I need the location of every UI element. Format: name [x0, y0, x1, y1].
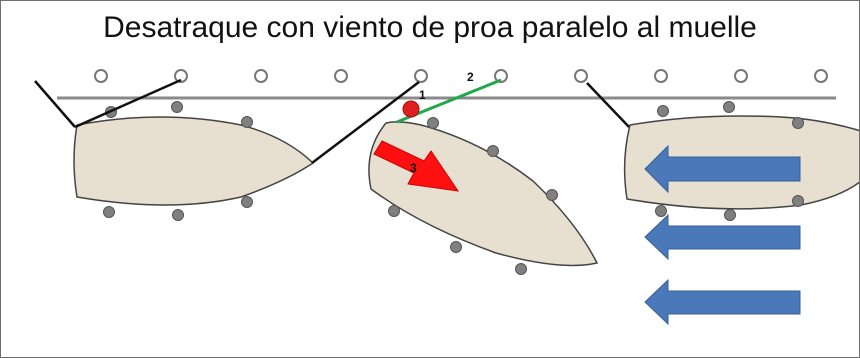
bollard-icon [414, 69, 428, 83]
bollard-icon [494, 69, 508, 83]
fender-icon [792, 195, 804, 207]
fender-icon [241, 116, 253, 128]
wind-arrow-icon [644, 213, 801, 261]
fender-icon [546, 189, 558, 201]
bow-line [311, 81, 420, 164]
fender-icon [103, 206, 115, 218]
fender-icon [655, 205, 667, 217]
bollard-icon [574, 69, 588, 83]
right-stern-line [586, 82, 630, 128]
bollard-icon [814, 69, 828, 83]
fender-icon [792, 117, 804, 129]
wind-arrow-icon [644, 278, 801, 326]
middle-boat-fenders [388, 117, 558, 275]
step-label-1: 1 [419, 88, 426, 102]
wind-arrow-icon [644, 144, 801, 194]
middle-boat-hull [368, 121, 599, 267]
spring-line [74, 78, 182, 129]
diagram-title: Desatraque con viento de proa paralelo a… [103, 11, 757, 44]
step-label-2: 2 [467, 70, 474, 84]
bollard-icon [334, 69, 348, 83]
fender-icon [427, 117, 439, 129]
fender-icon [172, 209, 184, 221]
fender-icon [450, 241, 462, 253]
fender-icon [487, 145, 499, 157]
red-arrow-icon [373, 140, 460, 192]
stern-line [34, 80, 76, 128]
fender-icon [657, 105, 669, 117]
middle-boat: 1 2 3 [368, 70, 599, 275]
wind-arrows [644, 144, 801, 326]
bollards [94, 69, 828, 83]
bollard-icon [254, 69, 268, 83]
fender-icon [724, 209, 736, 221]
bollard-icon [734, 69, 748, 83]
step-label-3: 3 [410, 161, 417, 175]
left-boat [34, 78, 420, 221]
fender-icon [515, 263, 527, 275]
right-boat-fenders [655, 101, 804, 221]
fender-icon [388, 205, 400, 217]
bollard-icon [654, 69, 668, 83]
left-boat-hull [73, 116, 315, 206]
fender-icon [723, 101, 735, 113]
bollard-icon [174, 69, 188, 83]
right-boat [586, 82, 859, 221]
bollard-icon [94, 69, 108, 83]
fender-icon [171, 101, 183, 113]
red-marker-icon [402, 100, 420, 118]
fender-icon [241, 196, 253, 208]
